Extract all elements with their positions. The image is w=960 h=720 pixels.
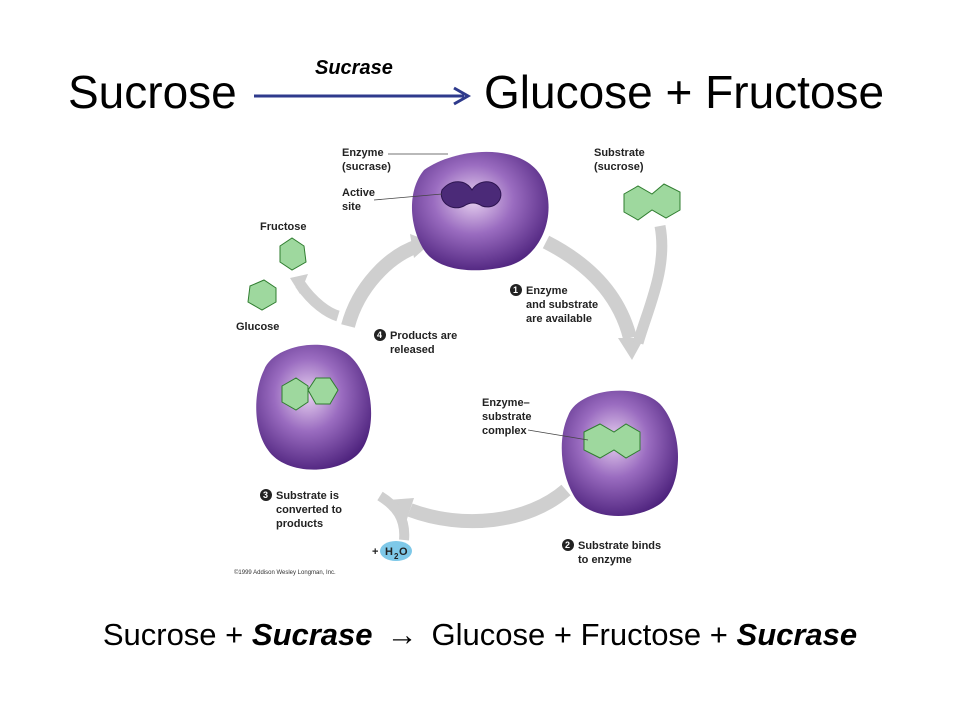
complex-label-2: substrate [482,411,532,423]
step4-number: 4 [377,330,382,340]
reactant-text: Sucrose [68,66,237,118]
step2-badge-icon [562,539,574,551]
eq-part1: Sucrose + [102,617,252,652]
cycle-arrow-1 [542,235,637,340]
step3-line2: converted to [276,504,342,516]
step2-line2: to enzyme [578,554,632,566]
step2-line1: Substrate binds [578,540,661,552]
complex-label-1: Enzyme– [482,397,530,409]
complex-substrate-icon [583,423,641,459]
free-glucose-icon [247,279,277,311]
reaction-arrow-icon [254,86,472,106]
cycle-arrow-2 [407,484,571,529]
step1-line1: Enzyme [526,285,568,297]
active-site-label-2: site [342,201,361,213]
water-plus: + [372,546,378,558]
products-arrow [295,280,340,322]
active-site-icon [440,181,502,209]
enzyme-label-1: Enzyme [342,147,384,159]
complex-leader [527,429,589,441]
active-site-leader [373,193,443,201]
glucose-bound-icon [307,377,339,405]
substrate-label-1: Substrate [594,147,645,159]
enzyme-label-2: (sucrase) [342,161,391,173]
credit-text: ©1999 Addison Wesley Longman, Inc. [234,569,336,576]
step3-line3: products [276,518,323,530]
eq-enzyme-2: Sucrase [736,617,858,652]
step1-line3: are available [526,313,592,325]
substrate-arrow [632,224,668,345]
water-subscript: 2 [394,552,399,561]
free-substrate-icon [623,183,681,221]
step4-badge-icon [374,329,386,341]
eq-part3: Glucose + Fructose + [431,617,737,652]
enzyme-top-icon [411,151,549,271]
glucose-label: Glucose [236,321,279,333]
substrate-label-2: (sucrose) [594,161,644,173]
step1-number: 1 [513,285,518,295]
water-badge-icon [380,541,412,561]
fructose-label: Fructose [260,221,306,233]
products-arrowhead [290,274,308,294]
water-o: O [399,546,408,558]
free-fructose-icon [279,237,307,271]
enzyme-over-arrow-text: Sucrase [315,57,393,79]
enzyme-cycle-diagram: Enzyme (sucrase) Active site Substrate (… [234,147,681,576]
eq-arrow-icon: → [386,617,418,652]
complex-label-3: complex [482,425,528,437]
enzyme-left-icon [256,344,372,470]
step2-number: 2 [565,540,570,550]
overall-equation: Sucrose + Sucrase → Glucose + Fructose + S… [0,617,960,653]
cycle-arrowhead-1 [618,338,644,360]
step1-line2: and substrate [526,299,598,311]
step4-line1: Products are [390,330,457,342]
eq-enzyme-1: Sucrase [251,617,373,652]
fructose-bound-icon [281,377,309,411]
step3-line1: Substrate is [276,490,339,502]
water-arrow [377,491,410,541]
step3-badge-icon [260,489,272,501]
products-text: Glucose + Fructose [484,66,885,118]
reaction-header: Sucrose Sucrase Glucose + Fructose [0,0,960,130]
step4-line2: released [390,344,435,356]
water-h: H [385,546,393,558]
step1-badge-icon [510,284,522,296]
step3-number: 3 [263,490,268,500]
cycle-arrow-3 [341,239,421,328]
active-site-label-1: Active [342,187,375,199]
